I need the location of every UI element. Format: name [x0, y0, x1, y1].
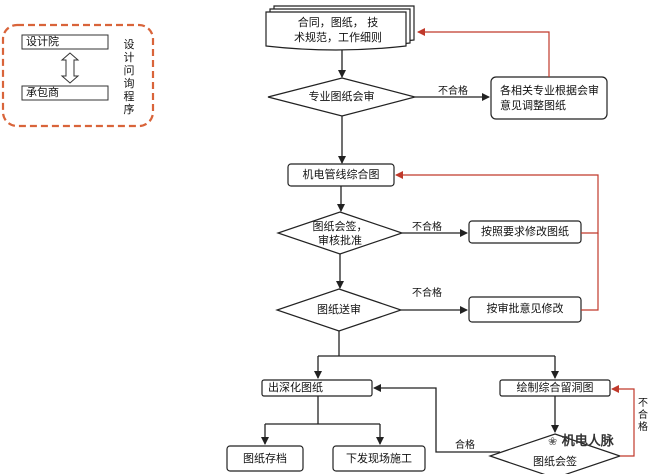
- feedback-adjust-to-docs: [417, 28, 550, 77]
- arrow-pass-to-deepen: [373, 384, 500, 453]
- modify-box: [468, 220, 582, 244]
- legend-frame: [1, 23, 155, 128]
- feedback-bottom-to-holes: [611, 385, 635, 457]
- holes-text: 绘制综合留洞图: [516, 381, 594, 394]
- bottom-sign-diamond: [488, 433, 622, 474]
- archive-box: [226, 445, 304, 472]
- adjust-text-line1: 各相关专业根据会审: [500, 84, 599, 97]
- edge-label-fail-3: 不合格: [412, 288, 442, 299]
- edge-label-pass: 合格: [455, 440, 475, 451]
- feedback-modify-to-mep: [395, 171, 599, 234]
- deepen-text: 出深化图纸: [268, 381, 323, 394]
- edge-label-fail-2: 不合格: [412, 222, 442, 233]
- bottom-diamond-text: 图纸会签: [533, 455, 577, 468]
- submit-text: 图纸送审: [317, 303, 361, 316]
- edge-label-fail-4: 不合格: [638, 398, 648, 433]
- legend-box-design-institute: [21, 34, 109, 50]
- mep-text: 机电管线综合图: [302, 168, 380, 181]
- edge-label-fail-1: 不合格: [438, 86, 468, 97]
- adjust-text-line2: 意见调整图纸: [500, 99, 566, 112]
- deepen-box: [261, 379, 373, 397]
- legend-contractor-label: 承包商: [26, 86, 59, 99]
- construct-box: [332, 445, 426, 472]
- sign-text-line1: 图纸会签，: [312, 220, 368, 233]
- watermark-icon: ❀: [548, 435, 558, 448]
- docs-text-line2: 术规范，工作细则: [294, 31, 382, 44]
- review-text: 专业图纸会审: [308, 90, 375, 103]
- legend-design-institute-label: 设计院: [26, 35, 59, 48]
- watermark-text: ❀ 机电人脉: [548, 434, 614, 449]
- legend-box-contractor: [21, 85, 109, 101]
- legend-side-text: 设计问询程序: [123, 38, 135, 116]
- archive-text: 图纸存档: [243, 452, 287, 465]
- documents-node: [265, 5, 415, 51]
- double-arrow-icon: [60, 52, 80, 84]
- docs-text-line1: 合同，图纸， 技: [297, 16, 379, 29]
- modify-text: 按照要求修改图纸: [481, 225, 569, 238]
- sign-text-line2: 审核批准: [318, 234, 362, 247]
- construct-text: 下发现场施工: [346, 452, 412, 465]
- approve-modify-text: 按审批意见修改: [486, 302, 564, 315]
- feedback-approve-to-line: [581, 233, 599, 311]
